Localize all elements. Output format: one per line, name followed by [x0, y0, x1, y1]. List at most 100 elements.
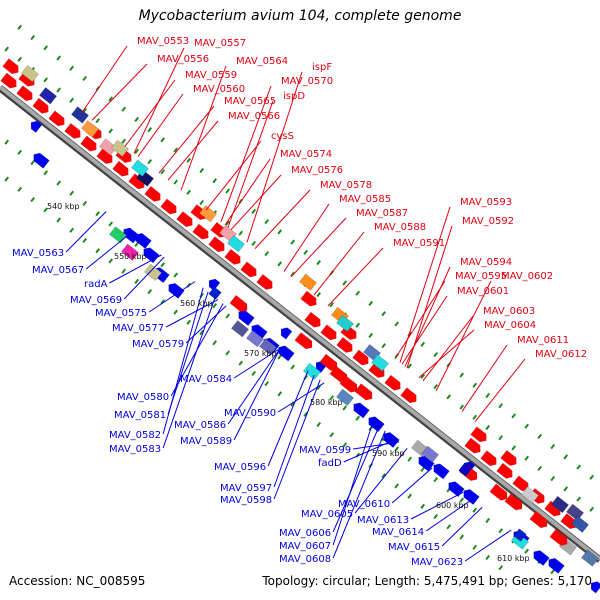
reverse-gene-labels: MAV_0563MAV_0567radAMAV_0569MAV_0575MAV_…	[12, 248, 463, 568]
callout-line	[246, 71, 303, 243]
gene-box	[99, 138, 117, 156]
forward-label: ispF	[312, 62, 332, 73]
forward-gene-arrow	[256, 274, 273, 290]
tick-mark	[316, 421, 322, 428]
gene-box	[131, 159, 149, 177]
gene-box	[371, 354, 389, 372]
tick-mark	[95, 118, 101, 124]
tick-mark	[69, 97, 75, 103]
forward-gene-arrow	[32, 97, 49, 114]
tick-mark	[147, 127, 153, 133]
tick-mark	[69, 227, 75, 233]
tick-mark	[316, 259, 322, 266]
tick-mark	[498, 528, 504, 534]
reverse-gene-arrow	[135, 233, 152, 249]
tick-mark	[394, 483, 400, 489]
forward-label: cysS	[271, 131, 294, 142]
reverse-label: MAV_0575	[95, 308, 147, 319]
tick-mark	[342, 442, 348, 448]
tick-mark	[459, 534, 465, 540]
gene-box	[246, 329, 264, 348]
tick-mark	[563, 454, 569, 460]
tick-mark	[108, 96, 114, 102]
reverse-gene-arrow	[168, 282, 185, 299]
reverse-label: MAV_0613	[357, 515, 409, 526]
tick-mark	[43, 77, 49, 83]
callout-line	[233, 347, 281, 379]
tick-mark	[212, 303, 218, 309]
label-callouts	[65, 45, 526, 562]
dotted-tick-tracks	[4, 24, 595, 575]
forward-gene-arrow	[339, 375, 358, 393]
tick-mark	[277, 391, 283, 397]
callout-line	[124, 79, 176, 147]
gene-box	[227, 235, 245, 253]
tick-mark	[121, 106, 127, 112]
reverse-label: fadD	[318, 458, 342, 469]
tick-mark	[277, 354, 283, 360]
tick-mark	[420, 373, 426, 379]
callout-line	[233, 348, 281, 441]
reverse-label: MAV_0596	[214, 462, 266, 473]
tick-mark	[433, 352, 439, 358]
forward-gene-arrow	[48, 110, 65, 127]
forward-label: MAV_0612	[535, 349, 587, 360]
reverse-label: MAV_0581	[114, 410, 166, 421]
gene-box	[208, 286, 222, 300]
tick-mark	[134, 241, 140, 247]
tick-mark	[17, 24, 23, 30]
tick-mark	[108, 258, 114, 264]
tick-mark	[550, 476, 556, 482]
gene-box	[199, 205, 217, 223]
callout-line	[290, 217, 347, 278]
tick-mark	[173, 147, 179, 153]
tick-mark	[407, 456, 413, 462]
tick-mark	[589, 474, 595, 480]
tick-mark	[485, 424, 491, 431]
forward-gene-arrow	[470, 426, 487, 443]
callout-line	[167, 120, 219, 181]
callout-line	[273, 374, 315, 488]
forward-gene-arrow	[80, 135, 97, 152]
tick-mark	[329, 302, 335, 308]
tick-mark	[576, 464, 582, 470]
reverse-label: MAV_0597	[220, 483, 272, 494]
reverse-label: MAV_0582	[109, 430, 161, 441]
forward-gene-arrow	[64, 122, 81, 139]
tick-mark	[381, 311, 387, 317]
reverse-label: MAV_0590	[224, 408, 276, 419]
callout-line	[267, 370, 309, 467]
tick-mark	[433, 514, 439, 520]
reverse-label: MAV_0580	[117, 392, 169, 403]
tick-mark	[69, 65, 75, 71]
tick-mark	[537, 433, 543, 439]
forward-gene-arrow	[144, 185, 161, 202]
forward-label: MAV_0560	[193, 84, 245, 95]
tick-mark	[485, 517, 491, 524]
callout-line	[410, 491, 464, 520]
tick-mark	[446, 394, 452, 400]
gene-box	[299, 273, 317, 291]
tick-mark	[381, 343, 387, 349]
tick-mark	[225, 313, 231, 319]
callout-line	[224, 158, 271, 226]
forward-gene-arrow	[0, 72, 17, 89]
tick-mark	[186, 189, 192, 195]
forward-label: MAV_0556	[157, 54, 209, 65]
callout-line	[137, 93, 184, 157]
forward-label: MAV_0564	[236, 56, 288, 67]
tick-mark	[394, 321, 400, 327]
forward-label: MAV_0576	[291, 165, 343, 176]
forward-gene-arrow	[500, 449, 517, 466]
tick-mark	[4, 46, 10, 52]
tick-mark	[355, 415, 361, 421]
reverse-label: MAV_0567	[32, 265, 84, 276]
forward-label: MAV_0587	[356, 208, 408, 219]
tick-mark	[550, 444, 556, 450]
gene-box	[581, 549, 599, 567]
tick-mark	[56, 55, 62, 61]
forward-gene-arrow	[489, 483, 508, 501]
gene-box	[39, 87, 57, 105]
callout-line	[343, 438, 396, 463]
callout-line	[332, 430, 386, 559]
